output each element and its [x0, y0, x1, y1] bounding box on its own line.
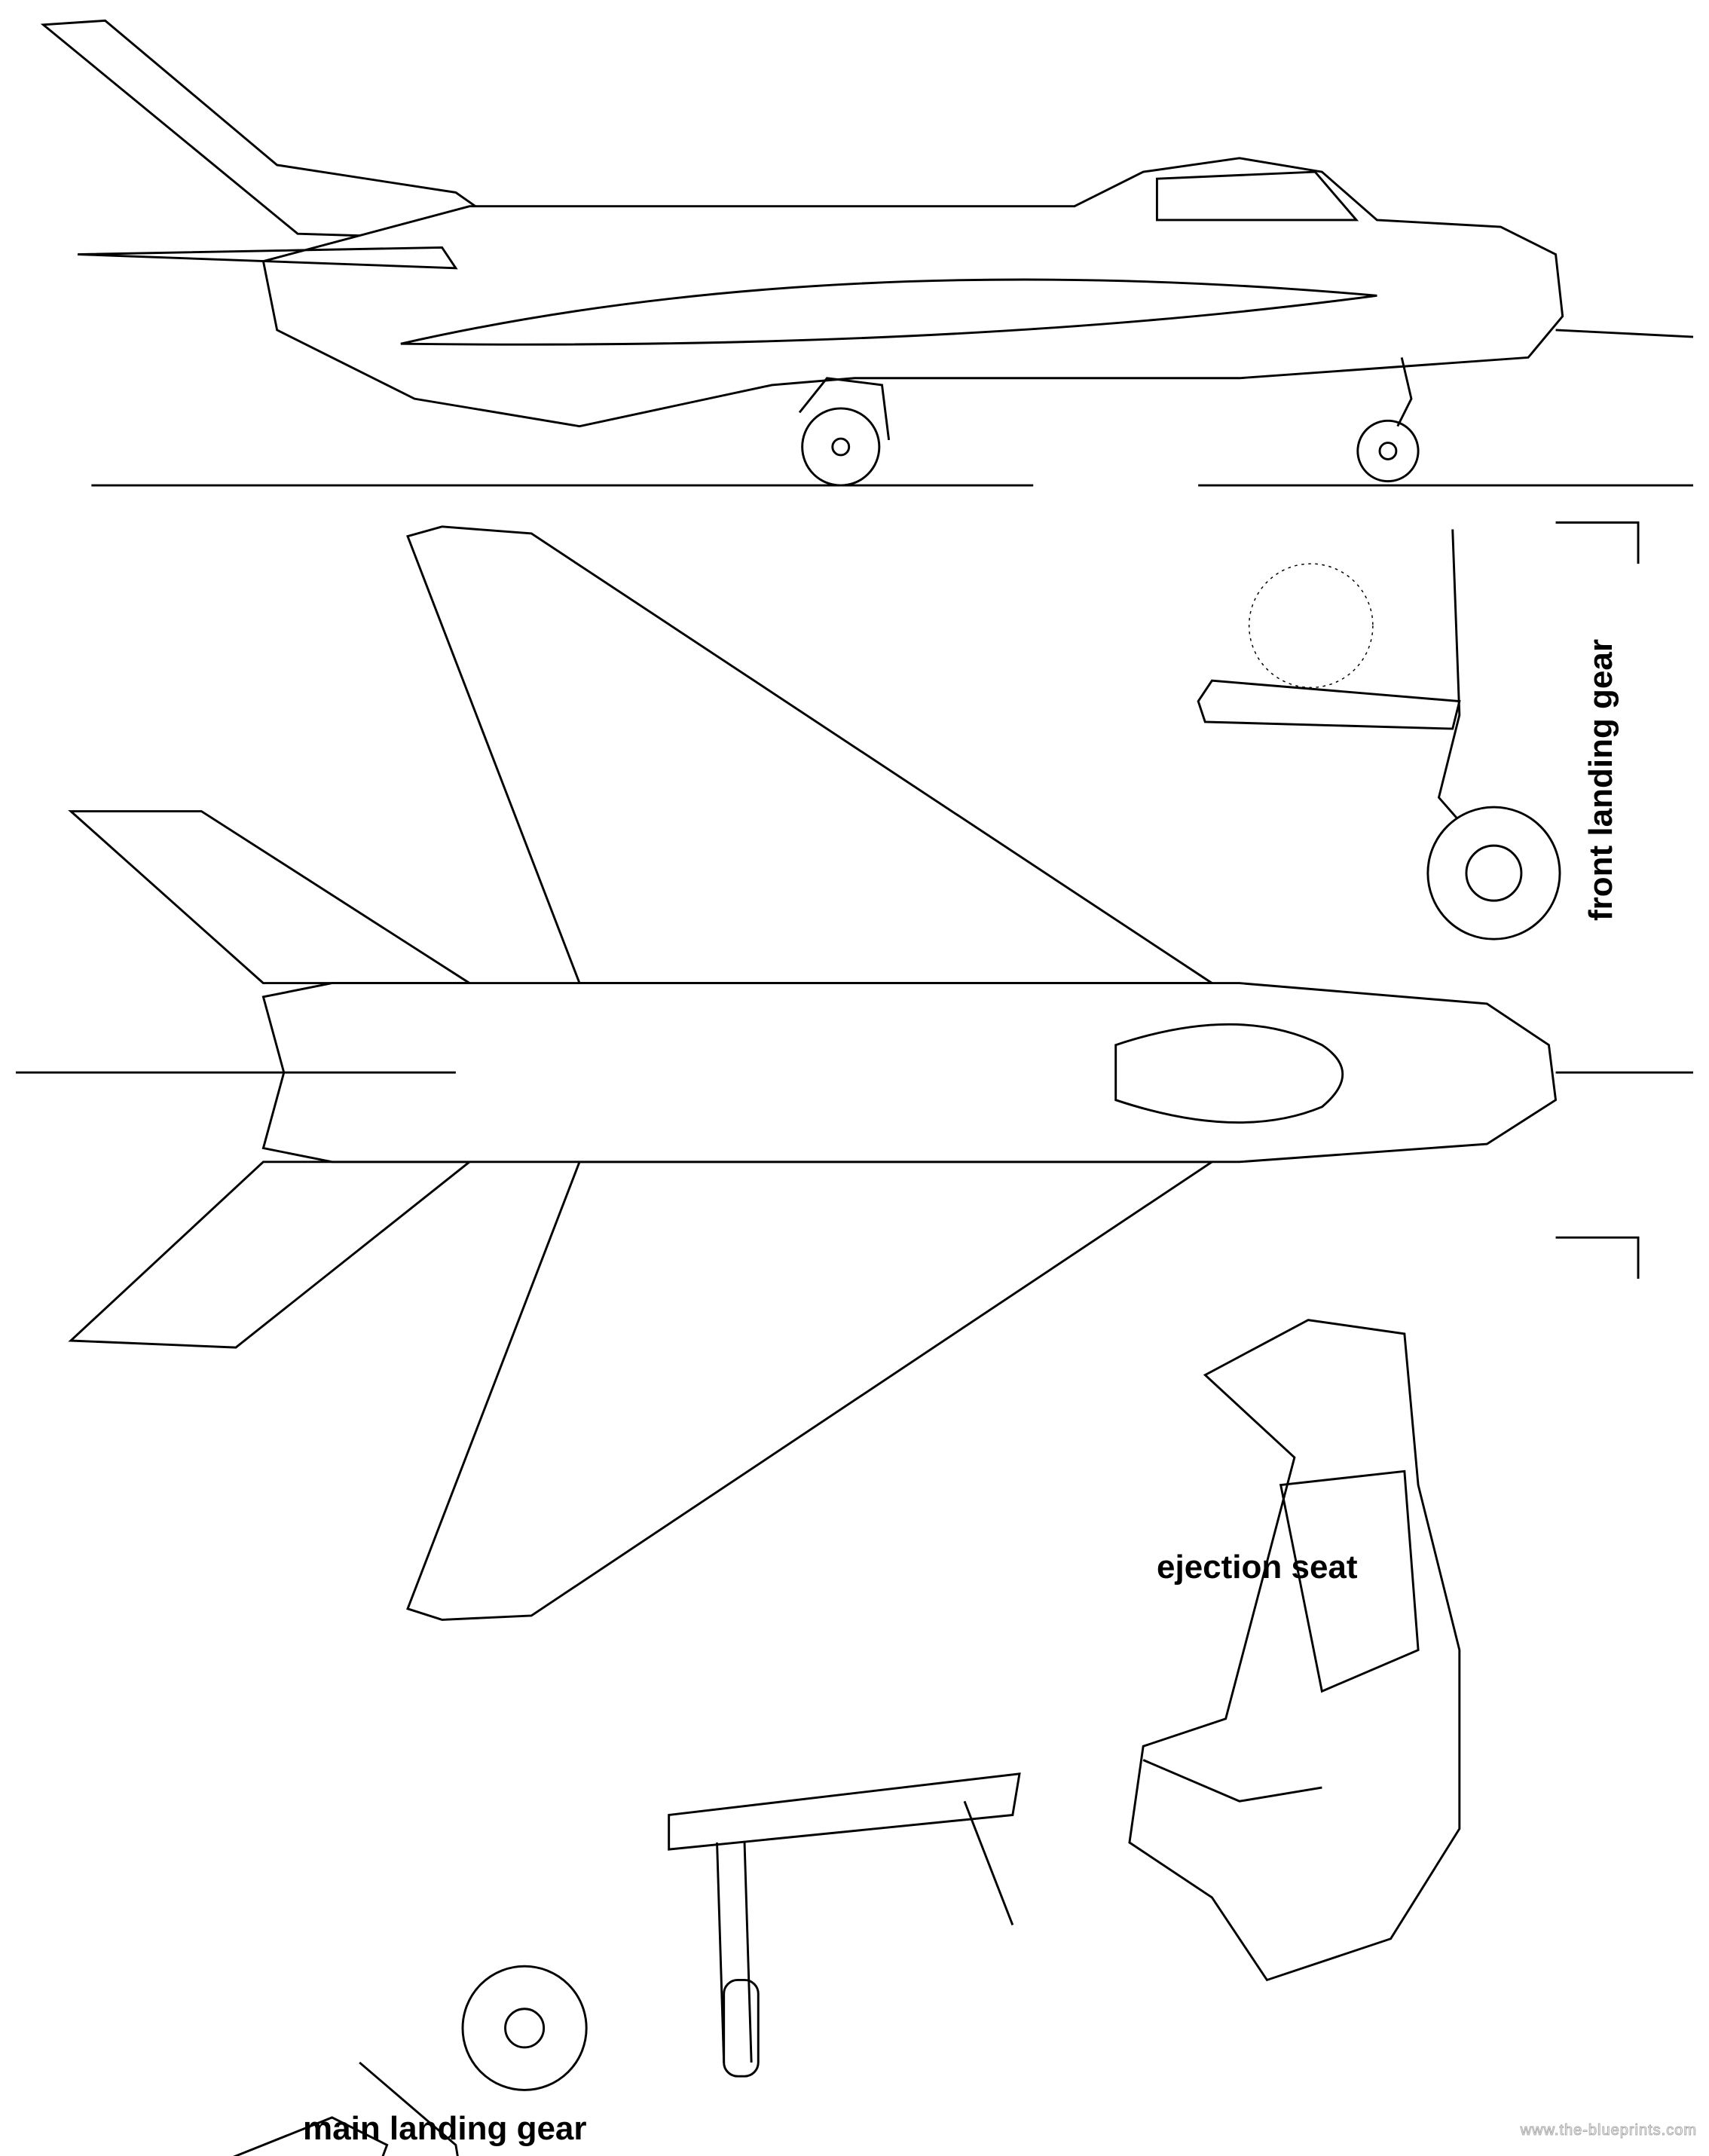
- watermark: www.the-blueprints.com: [1520, 2122, 1697, 2139]
- main-landing-gear-drawing: [232, 1772, 1021, 2156]
- top-view: [15, 521, 1694, 1621]
- main-gear-wheel: [461, 1965, 588, 2091]
- nose-wheel: [1356, 419, 1420, 483]
- front-landing-gear-detail: [1197, 529, 1561, 940]
- side-view: [40, 19, 1694, 487]
- upper-tailplane: [68, 810, 474, 985]
- lower-tailplane: [68, 1161, 473, 1349]
- cockpit-top: [1114, 1023, 1344, 1124]
- ejection-seat-drawing: [1128, 1319, 1461, 1982]
- vertical-tail: [40, 19, 528, 242]
- ejection-seat-label: ejection seat: [1157, 1549, 1358, 1586]
- front-gear-wheel: [1426, 806, 1561, 940]
- wing-side: [400, 278, 1377, 346]
- canopy: [1155, 170, 1359, 222]
- main-wheel: [801, 407, 881, 487]
- front-landing-gear-label: front landing gear: [1582, 639, 1619, 921]
- fuselage-side: [261, 157, 1564, 428]
- tailplane-side: [78, 246, 458, 270]
- upper-wing: [406, 525, 1216, 985]
- main-landing-gear-label: main landing gear: [303, 2110, 587, 2147]
- lower-wing: [406, 1161, 1216, 1621]
- fuselage-top: [261, 982, 1558, 1164]
